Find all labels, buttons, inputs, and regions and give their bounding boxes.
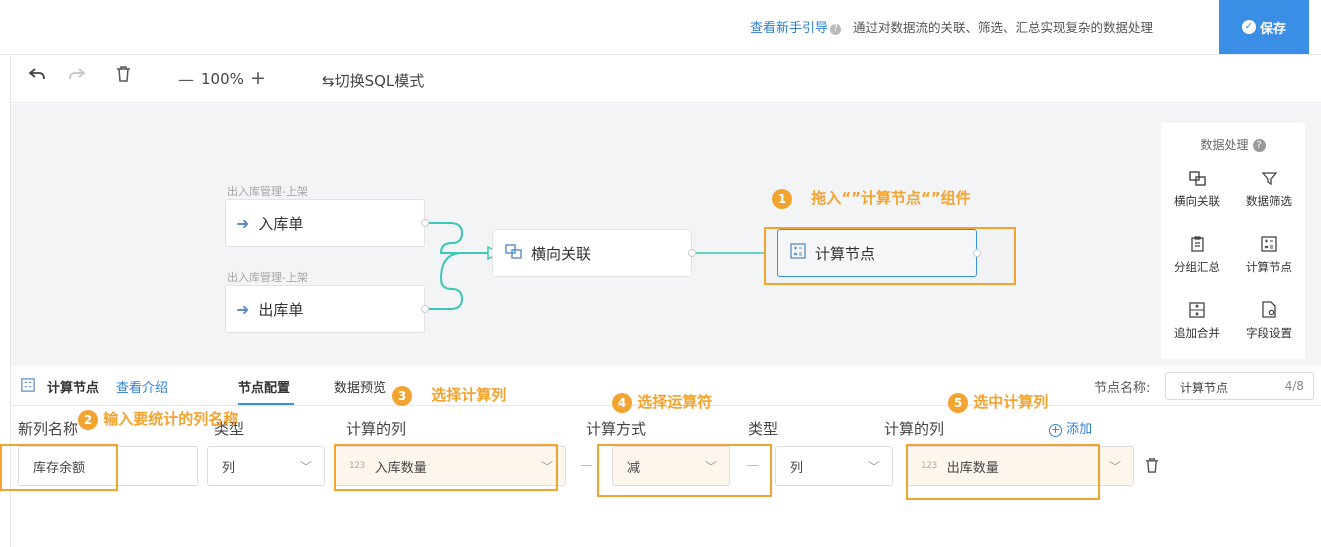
top-bar (0, 0, 1321, 55)
panel-title: 数据处理? (1161, 136, 1305, 153)
redo-icon[interactable] (68, 66, 86, 87)
annotation-box-3 (334, 444, 558, 491)
node-outbound[interactable]: ➜ 出库单 (225, 285, 425, 333)
calc-column-select[interactable]: 123 入库数量 ﹀ (334, 446, 566, 486)
delete-row-icon[interactable] (1145, 458, 1159, 477)
node-calc[interactable]: 计算节点 (777, 229, 977, 277)
sql-mode-toggle[interactable]: ⇆切换SQL模式 (322, 72, 425, 90)
annotation-box-1 (764, 227, 1016, 285)
annotation-box-5 (906, 444, 1100, 500)
calculator-icon (1233, 235, 1305, 259)
chevron-down-icon: ﹀ (1108, 460, 1121, 474)
panel-item-join[interactable]: 横向关联 (1161, 169, 1233, 209)
add-button[interactable]: + 添加 (1049, 422, 1093, 437)
undo-icon[interactable] (28, 66, 46, 87)
tab-data-preview[interactable]: 数据预览 (334, 381, 387, 396)
header-calc-method: 计算方式 (586, 420, 647, 438)
toolbar (0, 56, 1321, 103)
filter-icon (1233, 169, 1305, 193)
node-source-label: 出入库管理-上架 (227, 271, 308, 284)
node-port[interactable] (421, 305, 429, 313)
tab-node-config[interactable]: 节点配置 (238, 381, 291, 396)
node-port[interactable] (421, 219, 429, 227)
number-type-icon: 123 (349, 461, 365, 471)
flow-edges (425, 222, 786, 310)
node-port[interactable] (973, 249, 981, 257)
annotation-1: 1 拖入“”计算节点“”组件 (772, 187, 971, 209)
left-strip (0, 56, 11, 547)
panel-item-group[interactable]: 分组汇总 (1161, 235, 1233, 275)
separator: — (746, 458, 759, 473)
intro-link[interactable]: 查看介绍 (116, 381, 169, 396)
zoom-in-icon[interactable]: + (250, 67, 266, 89)
panel-item-append[interactable]: 追加合并 (1161, 301, 1233, 341)
annotation-box-4 (597, 444, 772, 497)
header-calc-column-2: 计算的列 (884, 420, 945, 438)
calc-method-select[interactable]: 减 ﹀ (612, 446, 730, 486)
panel-item-field-settings[interactable]: 字段设置 (1233, 301, 1305, 341)
calculator-icon (21, 378, 35, 396)
config-node-type: 计算节点 (47, 381, 100, 396)
import-icon: ➜ (236, 213, 250, 233)
new-column-input[interactable]: 库存余额 (18, 446, 198, 486)
config-header (11, 367, 1321, 406)
join-icon (505, 243, 522, 263)
calc-column-select-2[interactable]: 123 出库数量 ﹀ (906, 446, 1134, 486)
join-icon (1161, 169, 1233, 193)
import-icon: ➜ (236, 299, 250, 319)
node-inbound[interactable]: ➜ 入库单 (225, 199, 425, 247)
header-new-column: 新列名称 (18, 420, 79, 438)
guide-description: 通过对数据流的关联、筛选、汇总实现复杂的数据处理 (853, 20, 1154, 35)
node-name-label: 节点名称: (1094, 381, 1151, 396)
annotation-2: 2 输入要统计的列名称 (78, 408, 238, 430)
guide-link[interactable]: 查看新手引导? (750, 17, 842, 36)
data-processing-panel: 数据处理? 横向关联 数据筛选 分组汇总 计算节点 追加合并 字段设置 (1161, 123, 1305, 359)
node-name-input[interactable]: 计算节点 4/8 (1165, 372, 1314, 400)
delete-icon[interactable] (116, 66, 131, 87)
tab-active-indicator (238, 403, 294, 405)
zoom-out-icon[interactable]: — (178, 70, 194, 89)
type-select-2[interactable]: 列 ﹀ (775, 446, 893, 486)
annotation-5: 5 选中计算列 (948, 391, 1048, 413)
plus-circle-icon: + (1049, 423, 1062, 437)
header-type-2: 类型 (748, 420, 779, 438)
chevron-down-icon: ﹀ (299, 460, 312, 474)
annotation-3: 3 选择计算列 (392, 384, 506, 406)
chevron-down-icon: ﹀ (704, 460, 717, 474)
calculator-icon (790, 243, 806, 263)
zoom-level: 100% (201, 70, 244, 88)
annotation-box-2 (0, 444, 118, 491)
help-icon[interactable]: ? (830, 24, 842, 35)
number-type-icon: 123 (921, 461, 937, 471)
save-button[interactable]: ✓ 保存 (1219, 0, 1309, 54)
panel-item-calc[interactable]: 计算节点 (1233, 235, 1305, 275)
annotation-4: 4 选择运算符 (612, 391, 712, 413)
header-calc-column: 计算的列 (346, 420, 407, 438)
node-source-label: 出入库管理-上架 (227, 185, 308, 198)
separator: — (580, 458, 593, 473)
chevron-down-icon: ﹀ (867, 460, 880, 474)
node-join[interactable]: 横向关联 (492, 229, 692, 277)
clipboard-icon (1161, 235, 1233, 259)
header-type: 类型 (214, 420, 245, 438)
merge-icon (1161, 301, 1233, 325)
panel-item-filter[interactable]: 数据筛选 (1233, 169, 1305, 209)
char-count: 4/8 (1284, 379, 1304, 393)
check-circle-icon: ✓ (1241, 20, 1256, 34)
type-select[interactable]: 列 ﹀ (207, 446, 325, 486)
node-port[interactable] (688, 249, 696, 257)
file-settings-icon (1233, 301, 1305, 325)
chevron-down-icon: ﹀ (540, 460, 553, 474)
help-icon[interactable]: ? (1252, 139, 1266, 152)
